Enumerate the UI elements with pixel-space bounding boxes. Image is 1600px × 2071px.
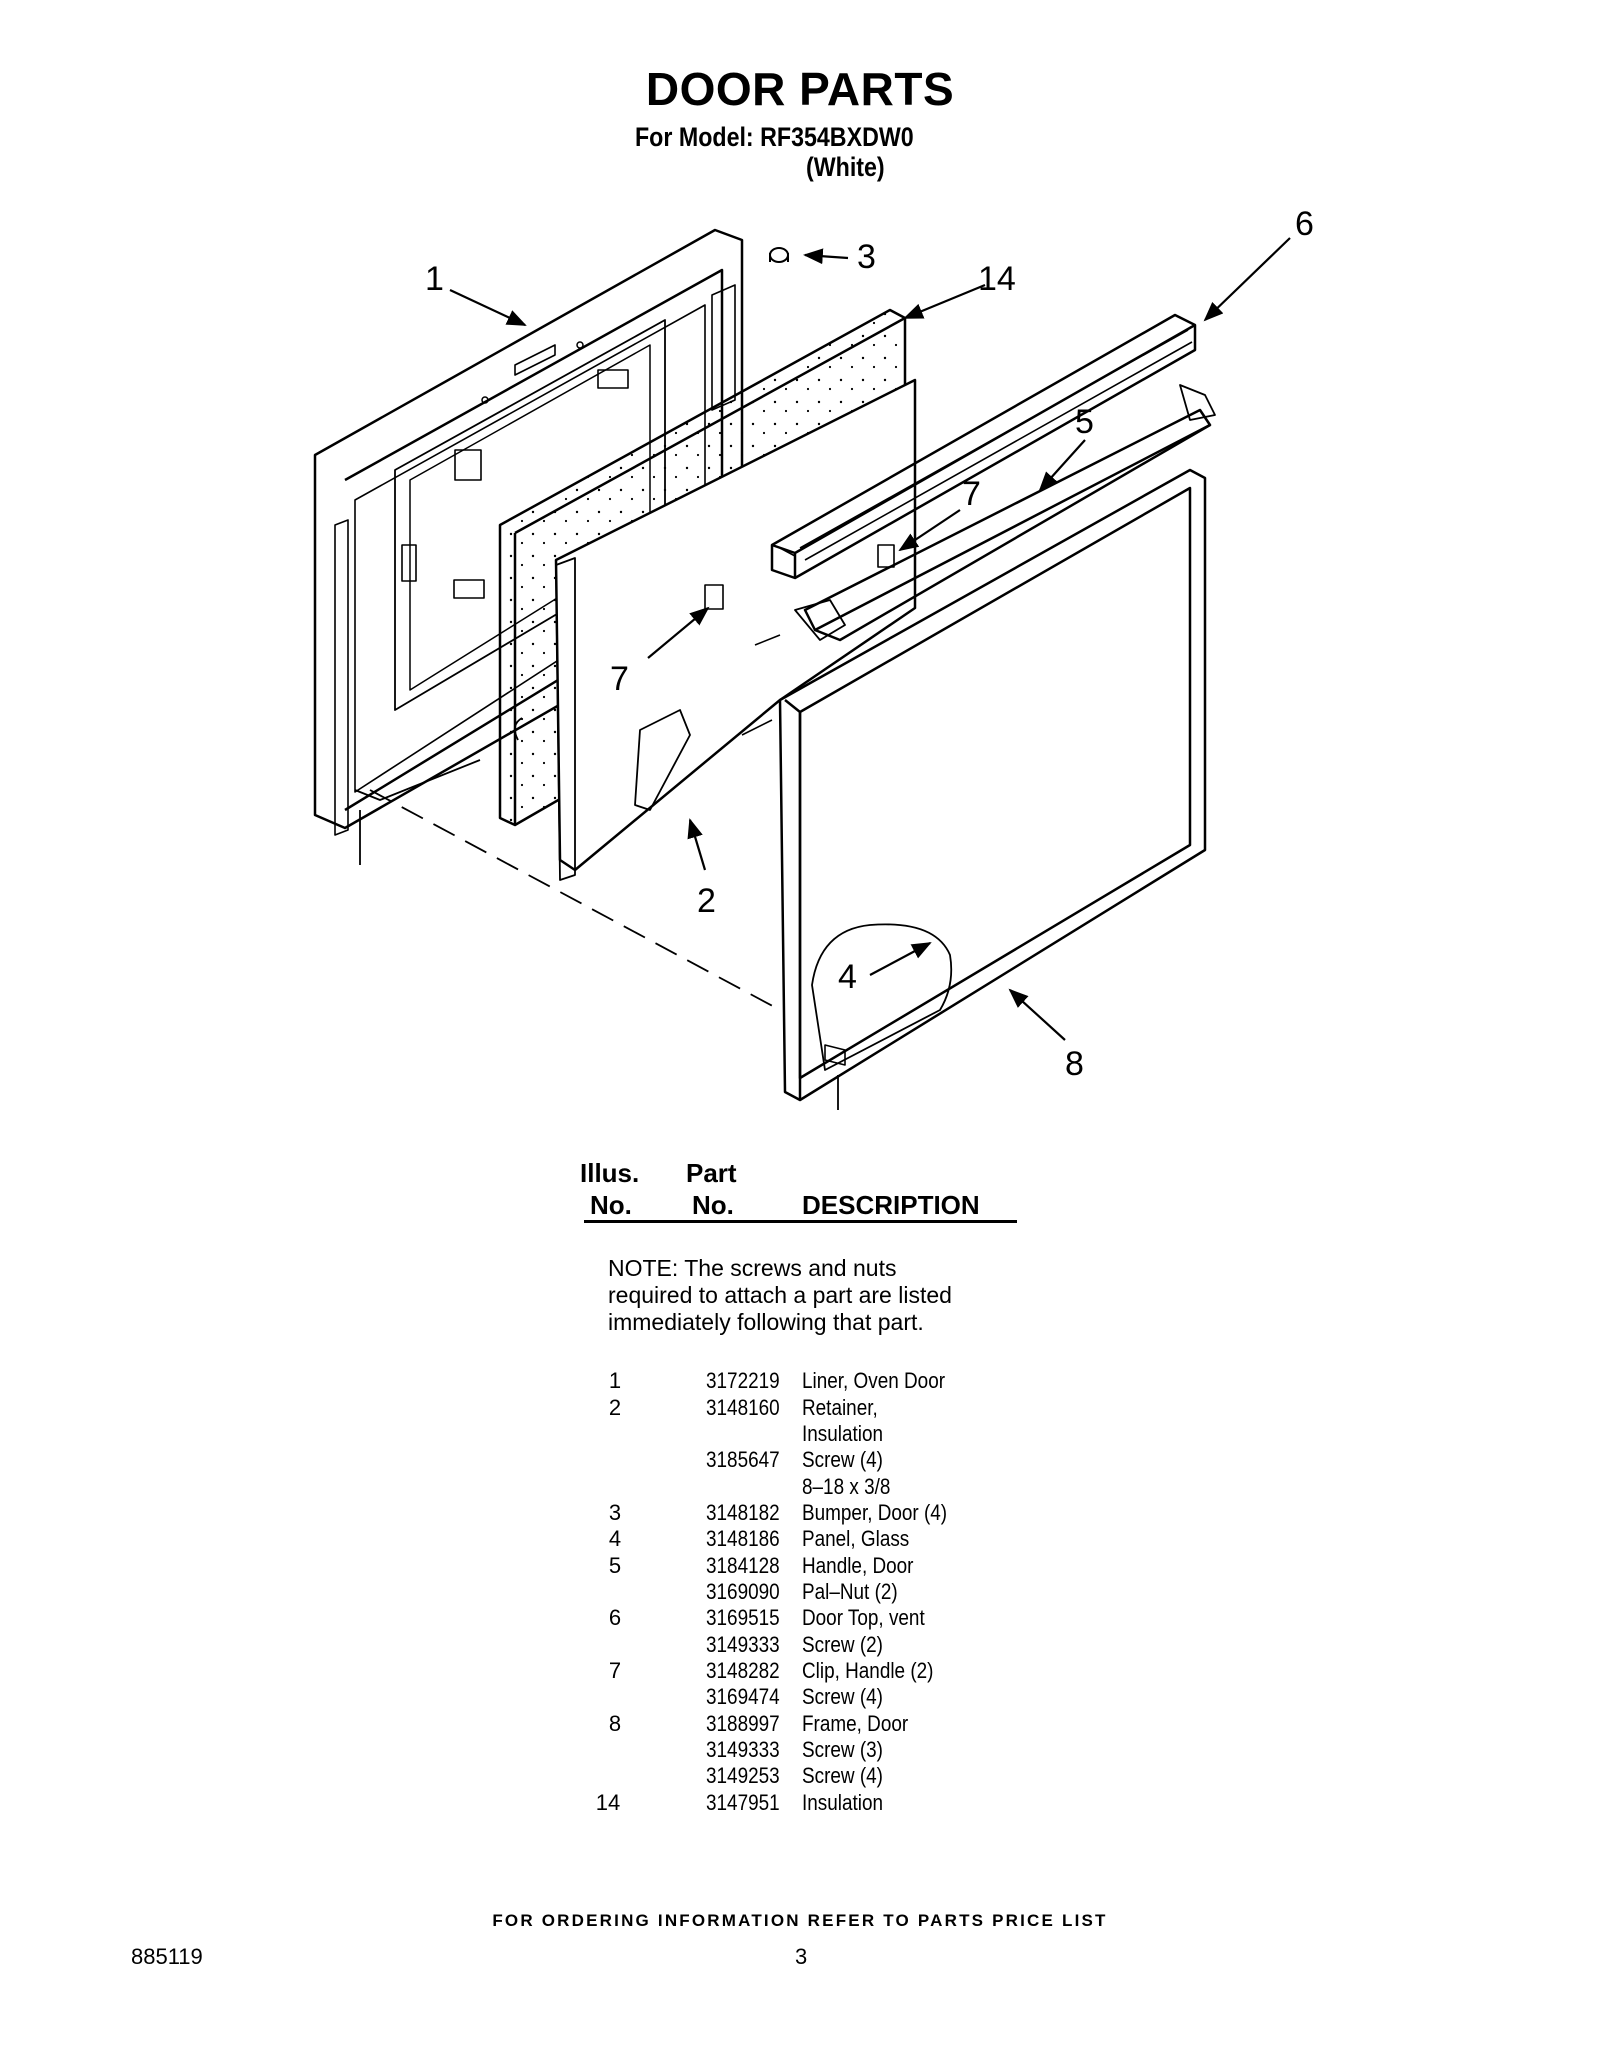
row-desc: Screw (4) — [802, 1447, 883, 1472]
callout-1: 1 — [425, 260, 444, 298]
header-part-top: Part — [686, 1158, 737, 1188]
bumper-door — [769, 247, 789, 263]
row-desc: Bumper, Door (4) — [802, 1500, 948, 1525]
row-part: 3147951 — [706, 1790, 780, 1815]
callout-8: 8 — [1065, 1045, 1084, 1083]
row-illus: 2 — [608, 1395, 622, 1420]
row-desc: Handle, Door — [802, 1553, 914, 1578]
callout-5: 5 — [1075, 403, 1094, 441]
row-part: 3149333 — [706, 1632, 780, 1657]
handle-door — [794, 384, 1216, 642]
row-desc: Frame, Door — [802, 1711, 909, 1736]
frame-door — [778, 468, 1207, 1110]
row-part: 3188997 — [706, 1711, 780, 1736]
row-part: 3149253 — [706, 1763, 780, 1788]
header-illus-top: Illus. — [580, 1158, 640, 1188]
header-rule — [584, 1220, 1017, 1223]
row-part: 3169474 — [706, 1684, 780, 1709]
row-part: 3148182 — [706, 1500, 780, 1525]
row-illus: 6 — [608, 1605, 622, 1630]
row-illus: 4 — [608, 1526, 622, 1551]
row-illus: 3 — [608, 1500, 622, 1525]
row-illus: 1 — [608, 1368, 622, 1393]
row-desc: Insulation — [802, 1790, 884, 1815]
row-desc: 8–18 x 3/8 — [802, 1474, 891, 1499]
row-part: 3148282 — [706, 1658, 780, 1683]
leader-arrows — [449, 237, 1291, 1041]
row-illus: 7 — [608, 1658, 622, 1683]
callout-labels: 1 2 3 4 5 6 7 7 8 14 — [425, 205, 1314, 1083]
door-top-vent — [770, 313, 1197, 580]
callout-6: 6 — [1295, 205, 1314, 243]
row-illus: 14 — [595, 1790, 621, 1815]
row-desc: Clip, Handle (2) — [802, 1658, 934, 1683]
row-desc: Panel, Glass — [802, 1526, 910, 1551]
row-desc: Screw (4) — [802, 1684, 883, 1709]
row-desc: Retainer, — [802, 1395, 878, 1420]
row-part: 3169515 — [706, 1605, 780, 1630]
callout-3: 3 — [857, 238, 876, 276]
header-description: DESCRIPTION — [802, 1190, 980, 1220]
row-desc: Door Top, vent — [802, 1605, 925, 1630]
row-part: 3148160 — [706, 1395, 780, 1420]
model-line: For Model: RF354BXDW0 — [635, 122, 914, 152]
model-variant: (White) — [806, 152, 885, 182]
row-desc: Pal–Nut (2) — [802, 1579, 898, 1604]
callout-7-handle: 7 — [962, 475, 981, 513]
row-part: 3149333 — [706, 1737, 780, 1762]
table-note: NOTE: The screws and nuts required to at… — [608, 1255, 952, 1335]
row-part: 3172219 — [706, 1368, 780, 1393]
document-number: 885119 — [131, 1944, 203, 1969]
row-desc: Screw (2) — [802, 1632, 883, 1657]
row-part: 3184128 — [706, 1553, 780, 1578]
ordering-note: FOR ORDERING INFORMATION REFER TO PARTS … — [492, 1911, 1108, 1930]
page-number: 3 — [795, 1944, 808, 1969]
row-desc: Screw (3) — [802, 1737, 883, 1762]
header-illus-bottom: No. — [590, 1190, 632, 1220]
row-desc: Liner, Oven Door — [802, 1368, 946, 1393]
row-illus: 8 — [608, 1711, 622, 1736]
callout-7-retainer: 7 — [610, 660, 629, 698]
callout-2: 2 — [697, 882, 716, 920]
exploded-door-diagram: 1 2 3 4 5 6 7 7 8 14 — [313, 205, 1314, 1110]
row-illus: 5 — [608, 1553, 622, 1578]
row-part: 3169090 — [706, 1579, 780, 1604]
callout-4: 4 — [838, 958, 857, 996]
page-title: DOOR PARTS — [645, 63, 955, 115]
callout-14: 14 — [978, 260, 1016, 298]
row-part: 3148186 — [706, 1526, 780, 1551]
row-desc: Screw (4) — [802, 1763, 883, 1788]
row-part: 3185647 — [706, 1447, 780, 1472]
row-desc: Insulation — [802, 1421, 884, 1446]
header-part-bottom: No. — [692, 1190, 734, 1220]
